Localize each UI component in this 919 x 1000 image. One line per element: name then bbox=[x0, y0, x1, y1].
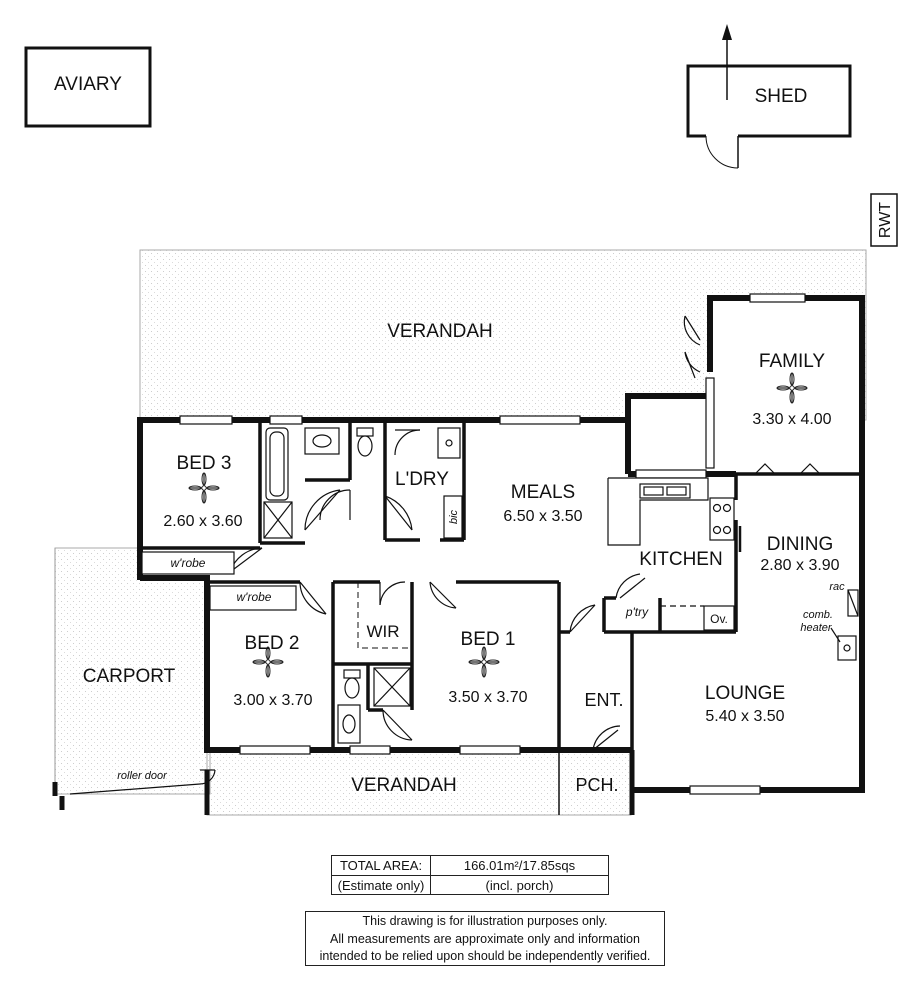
wrobe-bed2-label: w'robe bbox=[237, 590, 272, 604]
bed2-label: BED 2 bbox=[245, 633, 300, 654]
doors bbox=[69, 315, 821, 795]
shed-label: SHED bbox=[755, 86, 808, 107]
carport-area bbox=[54, 547, 211, 795]
dining-size: 2.80 x 3.90 bbox=[760, 557, 839, 574]
verandah-rear-label: VERANDAH bbox=[387, 321, 493, 342]
bed1-size: 3.50 x 3.70 bbox=[448, 689, 527, 706]
bic-label: bic bbox=[448, 509, 460, 524]
interior-walls bbox=[140, 420, 860, 750]
total-area-table: TOTAL AREA: 166.01m²/17.85sqs (Estimate … bbox=[331, 855, 609, 895]
heater-label-1: comb. bbox=[803, 609, 833, 621]
kitchen-label: KITCHEN bbox=[639, 549, 722, 570]
wir-hanging bbox=[357, 582, 408, 649]
exterior-walls bbox=[137, 295, 865, 793]
disclaimer-box: This drawing is for illustration purpose… bbox=[305, 911, 665, 966]
pantry-label: p'try bbox=[625, 605, 649, 619]
shed-outline bbox=[686, 64, 852, 138]
aviary-label: AVIARY bbox=[54, 74, 122, 95]
cooktop bbox=[709, 497, 735, 541]
family-label: FAMILY bbox=[759, 351, 825, 372]
rwt-label: RWT bbox=[877, 202, 894, 238]
disclaimer-line: All measurements are approximate only an… bbox=[330, 931, 640, 946]
lounge-size: 5.40 x 3.50 bbox=[705, 708, 784, 725]
aviary-outline bbox=[24, 46, 152, 128]
wir-label: WIR bbox=[366, 622, 399, 641]
wrobe-bed2 bbox=[209, 585, 297, 611]
ensuite-toilet bbox=[343, 669, 361, 679]
roller-door-label: roller door bbox=[117, 770, 168, 782]
windows bbox=[179, 293, 806, 795]
verandah-front-label: VERANDAH bbox=[351, 775, 457, 796]
bic-cupboard bbox=[443, 495, 463, 539]
heater-label-2: heater bbox=[800, 622, 833, 634]
bed1-label: BED 1 bbox=[461, 629, 516, 650]
porch-note: (incl. porch) bbox=[485, 878, 554, 893]
total-area-label: TOTAL AREA: bbox=[332, 856, 431, 875]
rwt-tank bbox=[870, 193, 898, 247]
meals-size: 6.50 x 3.50 bbox=[503, 508, 582, 525]
disclaimer-line: intended to be relied upon should be ind… bbox=[319, 949, 651, 963]
total-area-value: 166.01m²/17.85sqs bbox=[463, 858, 576, 873]
porch-label: PCH. bbox=[575, 775, 618, 795]
carport-label: CARPORT bbox=[83, 666, 176, 687]
family-size: 3.30 x 4.00 bbox=[752, 411, 831, 428]
bed3-size: 2.60 x 3.60 bbox=[163, 513, 242, 530]
lounge-label: LOUNGE bbox=[705, 683, 785, 704]
rac-label: rac bbox=[829, 581, 845, 593]
bed2-size: 3.00 x 3.70 bbox=[233, 692, 312, 709]
bed3-label: BED 3 bbox=[177, 453, 232, 474]
meals-label: MEALS bbox=[511, 482, 575, 503]
oven-label: Ov. bbox=[710, 612, 728, 626]
bathroom-fixtures bbox=[263, 427, 463, 744]
porch-area bbox=[558, 749, 632, 816]
front-verandah bbox=[206, 749, 560, 816]
wrobe-bed3-label: w'robe bbox=[171, 556, 206, 570]
toilet bbox=[356, 427, 374, 437]
estimate-note: (Estimate only) bbox=[332, 876, 431, 895]
disclaimer-line: This drawing is for illustration purpose… bbox=[362, 914, 608, 928]
dining-label: DINING bbox=[767, 534, 834, 555]
laundry-label: L'DRY bbox=[395, 469, 449, 490]
oven bbox=[703, 605, 735, 631]
wrobe-bed3 bbox=[141, 551, 235, 575]
kitchen-fixtures bbox=[607, 477, 859, 661]
entry-label: ENT. bbox=[584, 690, 623, 710]
